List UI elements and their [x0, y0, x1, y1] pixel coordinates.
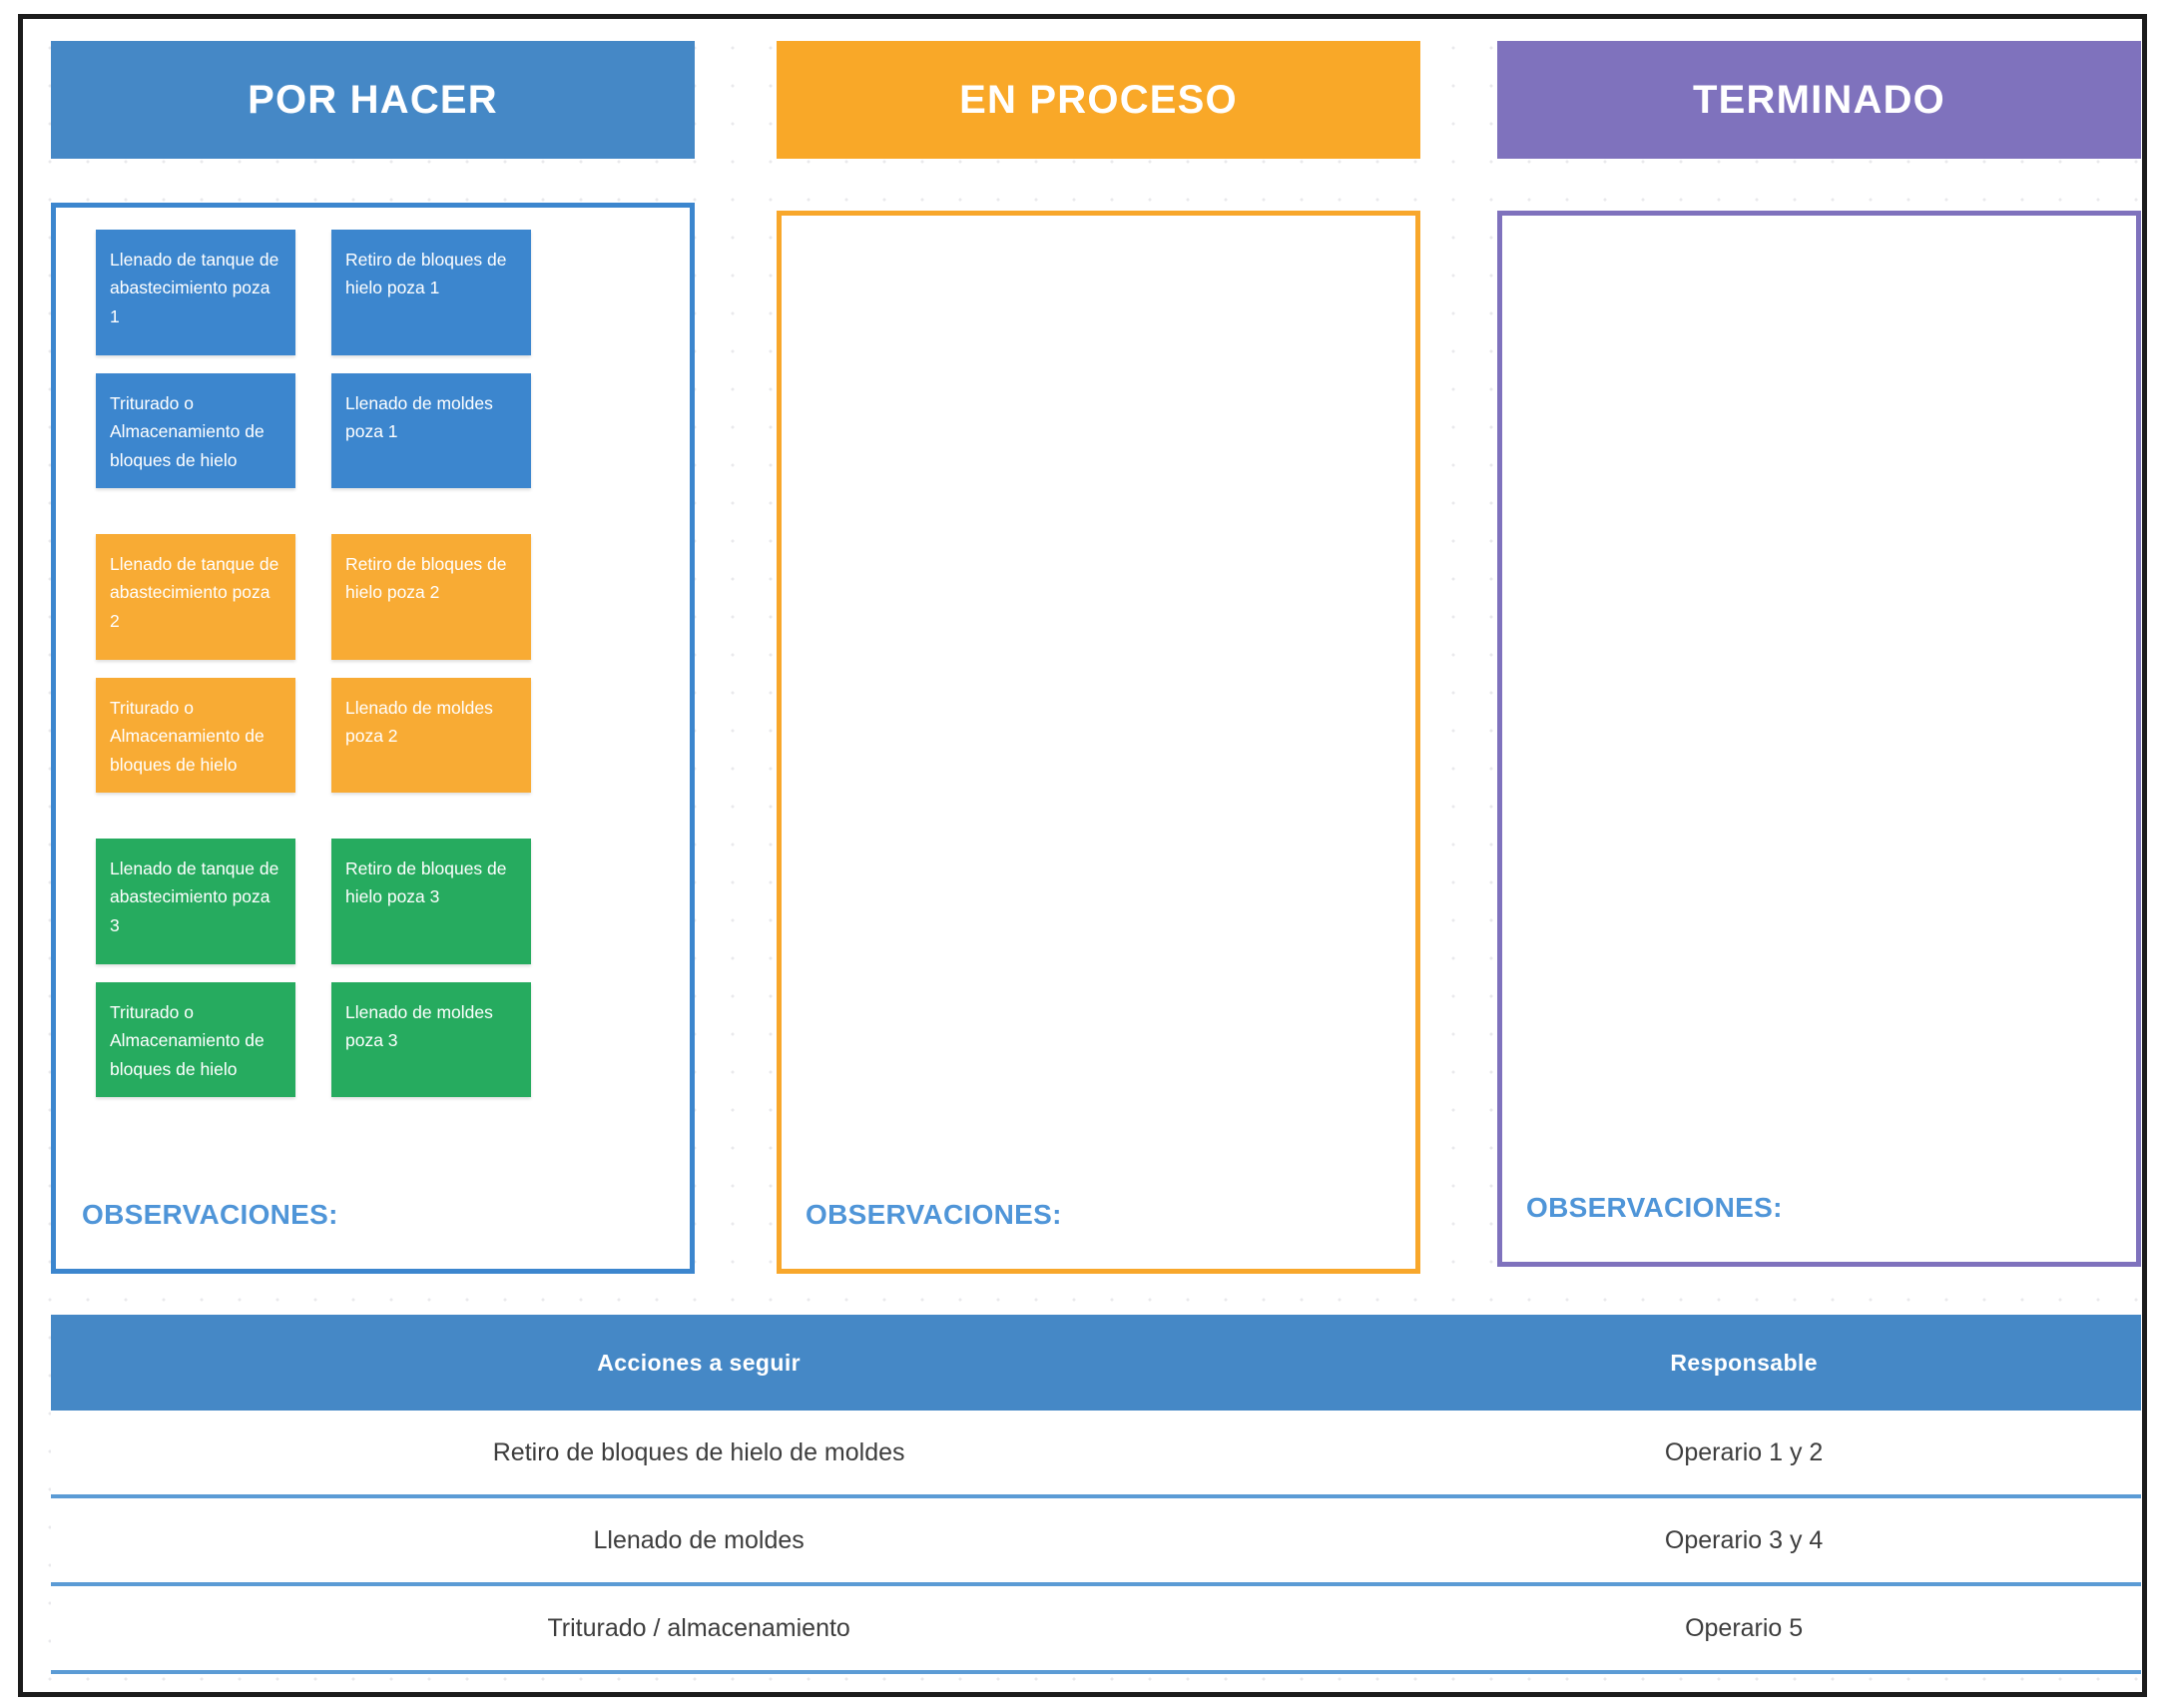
cell-accion: Retiro de bloques de hielo de moldes	[492, 1437, 905, 1466]
table-row[interactable]: Llenado de moldes Operario 3 y 4	[51, 1498, 2141, 1586]
actions-table: Acciones a seguir Responsable Retiro de …	[51, 1315, 2141, 1674]
task-card[interactable]: Triturado o Almacenamiento de bloques de…	[96, 982, 295, 1098]
card-group-poza-1: Llenado de tanque de abastecimiento poza…	[96, 230, 655, 489]
observaciones-label-por-hacer: OBSERVACIONES:	[82, 1199, 338, 1230]
task-card[interactable]: Triturado o Almacenamiento de bloques de…	[96, 678, 295, 794]
task-card[interactable]: Retiro de bloques de hielo poza 1	[331, 230, 531, 355]
task-card[interactable]: Triturado o Almacenamiento de bloques de…	[96, 373, 295, 489]
column-body-terminado[interactable]: OBSERVACIONES:	[1497, 211, 2141, 1267]
card-group-poza-2: Llenado de tanque de abastecimiento poza…	[96, 534, 655, 794]
cell-accion: Triturado / almacenamiento	[547, 1613, 850, 1642]
card-row: Llenado de tanque de abastecimiento poza…	[96, 230, 655, 355]
kanban-column-por-hacer: POR HACER Llenado de tanque de abastecim…	[51, 41, 695, 1274]
cell-responsable: Operario 5	[1685, 1613, 1804, 1642]
card-row: Llenado de tanque de abastecimiento poza…	[96, 534, 655, 661]
task-card[interactable]: Llenado de tanque de abastecimiento poza…	[96, 534, 295, 661]
table-header-responsable: Responsable	[1670, 1349, 1818, 1376]
card-group-poza-3: Llenado de tanque de abastecimiento poza…	[96, 839, 655, 1098]
cell-accion: Llenado de moldes	[593, 1525, 805, 1554]
column-header-por-hacer[interactable]: POR HACER	[51, 41, 695, 159]
kanban-column-terminado: TERMINADO OBSERVACIONES:	[1497, 41, 2141, 1267]
column-body-por-hacer[interactable]: Llenado de tanque de abastecimiento poza…	[51, 203, 695, 1274]
table-header-acciones: Acciones a seguir	[597, 1349, 801, 1376]
task-card[interactable]: Llenado de tanque de abastecimiento poza…	[96, 230, 295, 355]
observaciones-label-en-proceso: OBSERVACIONES:	[806, 1199, 1062, 1230]
task-card[interactable]: Llenado de moldes poza 1	[331, 373, 531, 489]
task-card[interactable]: Retiro de bloques de hielo poza 3	[331, 839, 531, 965]
kanban-column-en-proceso: EN PROCESO OBSERVACIONES:	[777, 41, 1420, 1274]
task-card[interactable]: Llenado de moldes poza 2	[331, 678, 531, 794]
cell-responsable: Operario 1 y 2	[1664, 1437, 1824, 1466]
column-header-en-proceso[interactable]: EN PROCESO	[777, 41, 1420, 159]
column-header-terminado[interactable]: TERMINADO	[1497, 41, 2141, 159]
table-row[interactable]: Triturado / almacenamiento Operario 5	[51, 1586, 2141, 1674]
card-row: Triturado o Almacenamiento de bloques de…	[96, 982, 655, 1098]
task-card[interactable]: Llenado de tanque de abastecimiento poza…	[96, 839, 295, 965]
task-card[interactable]: Llenado de moldes poza 3	[331, 982, 531, 1098]
kanban-board-frame: POR HACER Llenado de tanque de abastecim…	[18, 14, 2147, 1697]
card-row: Triturado o Almacenamiento de bloques de…	[96, 373, 655, 489]
table-header-row: Acciones a seguir Responsable	[51, 1315, 2141, 1411]
cell-responsable: Operario 3 y 4	[1664, 1525, 1824, 1554]
column-body-en-proceso[interactable]: OBSERVACIONES:	[777, 211, 1420, 1274]
task-card[interactable]: Retiro de bloques de hielo poza 2	[331, 534, 531, 661]
observaciones-label-terminado: OBSERVACIONES:	[1526, 1192, 1783, 1223]
card-row: Llenado de tanque de abastecimiento poza…	[96, 839, 655, 965]
card-row: Triturado o Almacenamiento de bloques de…	[96, 678, 655, 794]
table-row[interactable]: Retiro de bloques de hielo de moldes Ope…	[51, 1411, 2141, 1498]
card-grid-por-hacer: Llenado de tanque de abastecimiento poza…	[96, 230, 655, 1098]
